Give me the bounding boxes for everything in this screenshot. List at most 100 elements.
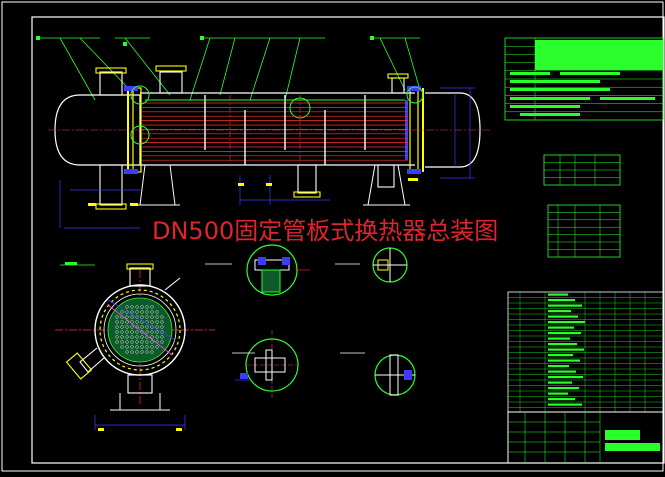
cross-section-view xyxy=(55,262,215,431)
spec-text-mark xyxy=(510,88,610,91)
spec-text-mark xyxy=(510,72,550,75)
drawing-title-overlay: DN500固定管板式换热器总装图 xyxy=(152,217,499,245)
tube-hole xyxy=(155,330,159,334)
tube-hole xyxy=(140,305,144,309)
tube-hole xyxy=(140,310,144,314)
tube-hole xyxy=(120,335,124,339)
tube-hole xyxy=(155,320,159,324)
part-text-mark xyxy=(548,332,581,335)
parts-list-table xyxy=(507,291,664,413)
tube-hole xyxy=(130,340,134,344)
part-text-mark xyxy=(548,299,575,302)
detail-marks xyxy=(130,85,424,145)
elevation-view xyxy=(36,36,490,229)
part-text-mark xyxy=(548,398,575,401)
tube-hole xyxy=(130,330,134,334)
tube-hole xyxy=(115,315,119,319)
nozzles xyxy=(95,65,409,210)
tube-hole xyxy=(120,345,124,349)
tube-hole xyxy=(150,350,154,354)
tube-hole xyxy=(140,330,144,334)
tube-hole xyxy=(150,340,154,344)
tube-hole xyxy=(135,315,139,319)
tube-hole xyxy=(135,340,139,344)
spec-text-mark xyxy=(560,72,620,75)
part-text-mark xyxy=(548,403,582,406)
tube-hole xyxy=(155,345,159,349)
tube-hole xyxy=(150,310,154,314)
tube-hole xyxy=(140,350,144,354)
tube-hole xyxy=(125,345,129,349)
tube-hole xyxy=(115,320,119,324)
part-text-mark xyxy=(548,315,578,318)
tube-hole xyxy=(130,335,134,339)
tube-hole xyxy=(120,340,124,344)
tube-hole xyxy=(150,330,154,334)
part-text-mark xyxy=(548,354,573,357)
tube-hole xyxy=(145,310,149,314)
part-text-mark xyxy=(548,348,584,351)
part-text-mark xyxy=(548,359,580,362)
tube-hole xyxy=(130,315,134,319)
part-text-mark xyxy=(548,293,568,296)
part-text-mark xyxy=(548,304,582,307)
tube-hole xyxy=(125,350,129,354)
spec-text-mark xyxy=(520,113,580,116)
spec-text-mark xyxy=(510,105,580,108)
part-text-mark xyxy=(548,370,576,373)
tube-hole xyxy=(145,350,149,354)
part-text-mark xyxy=(548,392,568,395)
tube-hole xyxy=(120,325,124,329)
part-text-mark xyxy=(548,365,569,368)
spec-text-mark xyxy=(510,97,590,100)
tube-hole xyxy=(140,335,144,339)
tube-hole xyxy=(135,330,139,334)
callout-dots xyxy=(36,36,374,46)
tube-hole xyxy=(145,325,149,329)
tube-hole xyxy=(160,325,164,329)
tube-hole xyxy=(150,315,154,319)
tube-hole xyxy=(155,325,159,329)
tube-hole xyxy=(150,335,154,339)
tube-hole xyxy=(135,310,139,314)
tube-hole xyxy=(145,315,149,319)
tube-hole xyxy=(135,320,139,324)
section-tube-holes xyxy=(115,305,164,354)
dimension-markers xyxy=(88,178,418,206)
tube-hole xyxy=(160,340,164,344)
tube-hole xyxy=(130,310,134,314)
tube-hole xyxy=(140,325,144,329)
part-text-mark xyxy=(548,376,583,379)
tube-hole xyxy=(155,315,159,319)
tube-bundle xyxy=(142,102,408,161)
tube-hole xyxy=(115,330,119,334)
tube-hole xyxy=(125,330,129,334)
tube-hole xyxy=(140,340,144,344)
tube-hole xyxy=(125,315,129,319)
tube-hole xyxy=(115,340,119,344)
baffles xyxy=(204,95,366,165)
part-text-mark xyxy=(548,310,571,313)
tube-hole xyxy=(155,335,159,339)
nozzle-table xyxy=(543,154,621,186)
tube-hole xyxy=(145,345,149,349)
tube-hole xyxy=(155,310,159,314)
flange-bolts xyxy=(124,86,421,174)
tube-hole xyxy=(125,340,129,344)
part-text-mark xyxy=(548,326,574,329)
tube-hole xyxy=(140,315,144,319)
tube-hole xyxy=(135,350,139,354)
tube-hole xyxy=(125,325,129,329)
tube-hole xyxy=(145,330,149,334)
tube-hole xyxy=(120,320,124,324)
tube-hole xyxy=(125,305,129,309)
supports xyxy=(135,164,410,206)
dimension-lines xyxy=(59,87,475,229)
detail-views xyxy=(205,244,416,400)
tube-hole xyxy=(135,345,139,349)
part-text-mark xyxy=(548,321,585,324)
tube-hole xyxy=(125,335,129,339)
title-block xyxy=(507,411,664,464)
